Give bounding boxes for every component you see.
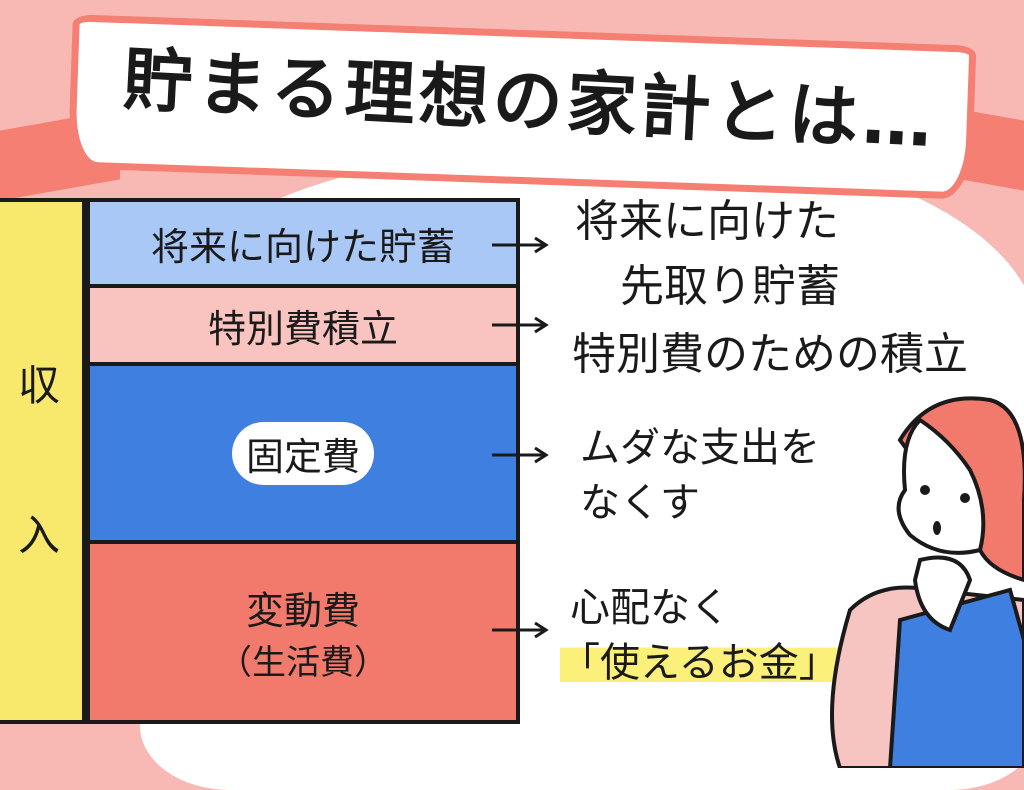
note-4-line-2: 「使えるお金」 [560, 630, 839, 688]
arrow-right-icon [492, 621, 549, 639]
row-label: 固定費 [231, 421, 374, 485]
arrow-right-icon [492, 236, 549, 254]
note-2: 特別費のための積立 [572, 329, 968, 380]
row-sublabel: （生活費） [218, 643, 388, 683]
woman-character-illustration [830, 396, 1024, 768]
row-label: 将来に向けた貯蓄 [150, 224, 455, 269]
row-fixed: 固定費 [90, 366, 516, 544]
income-char-1: 収 [18, 361, 61, 410]
note-3-line-1: ムダな支出を [580, 425, 820, 471]
income-char-2: 入 [18, 511, 61, 560]
row-label: 変動費 [245, 589, 360, 633]
row-savings: 将来に向けた貯蓄 [90, 202, 516, 288]
note-1-line-2: 先取り貯蓄 [620, 261, 840, 312]
row-special: 特別費積立 [90, 288, 516, 366]
row-label: 特別費積立 [207, 306, 398, 351]
income-column: 収 入 [0, 202, 86, 720]
note-4-line-1: 心配なく [570, 585, 730, 631]
arrow-right-icon [492, 446, 549, 464]
note-3-line-2: なくす [580, 480, 700, 526]
note-1-line-1: 将来に向けた [575, 196, 839, 247]
budget-table: 収 入 将来に向けた貯蓄 特別費積立 固定費 変動費 （生活費） [0, 198, 520, 724]
row-variable: 変動費 （生活費） [90, 544, 516, 720]
arrow-right-icon [492, 316, 549, 334]
